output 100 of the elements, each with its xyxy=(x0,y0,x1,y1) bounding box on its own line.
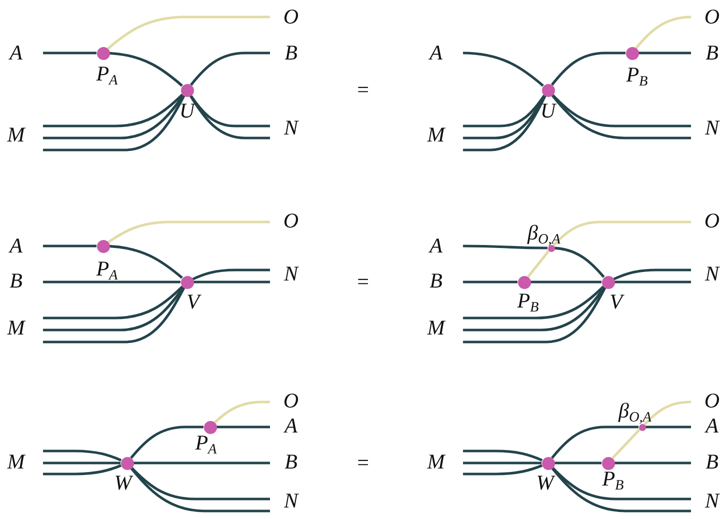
vertex-label: U xyxy=(540,97,556,124)
wire-label: O xyxy=(283,387,299,415)
wire xyxy=(463,95,546,140)
vertex-dot xyxy=(626,46,638,60)
wire xyxy=(189,94,270,140)
wire xyxy=(612,428,641,460)
vertex-dot xyxy=(542,84,554,96)
vertex-dot xyxy=(542,456,554,470)
wire xyxy=(463,286,604,320)
wire xyxy=(462,52,544,87)
wire xyxy=(463,244,548,250)
wire xyxy=(43,462,120,464)
wire xyxy=(43,287,186,344)
wire-label: O xyxy=(704,207,720,235)
vertex-dot xyxy=(96,240,110,252)
vertex-label: P$_{B}$ xyxy=(626,61,648,89)
wire xyxy=(463,287,606,344)
wire-label: N xyxy=(705,114,719,142)
wire xyxy=(614,462,691,464)
vertex-dot xyxy=(518,276,530,288)
vertex-dot xyxy=(638,424,646,430)
vertex-label: P$_{B}$ xyxy=(602,465,624,493)
vertex-dot xyxy=(96,46,110,60)
equals-sign: = xyxy=(357,449,369,476)
vertex-dot xyxy=(204,420,216,434)
vertex-label: U xyxy=(179,97,195,124)
wire xyxy=(551,94,691,140)
wire xyxy=(134,462,270,464)
vertex-label: W xyxy=(536,469,554,496)
wire xyxy=(109,52,183,87)
wire xyxy=(646,426,691,428)
wire-label: N xyxy=(705,487,719,515)
wire-label: A xyxy=(706,412,718,440)
wire xyxy=(130,426,204,459)
vertex-dot xyxy=(602,456,614,470)
wire-label: N xyxy=(284,114,298,142)
wire xyxy=(552,220,691,246)
wire-label: N xyxy=(284,487,298,515)
vertex-dot xyxy=(548,244,554,252)
wire-label: O xyxy=(283,3,299,31)
wire xyxy=(552,94,691,128)
wire xyxy=(463,464,542,476)
equals-sign: = xyxy=(357,76,369,104)
wire xyxy=(613,268,691,280)
wire-label: M xyxy=(7,121,25,149)
wire xyxy=(530,280,602,284)
wire-label: B xyxy=(284,448,298,476)
vertex-dot xyxy=(120,456,134,470)
wire-label: B xyxy=(430,267,442,295)
wire xyxy=(108,220,270,244)
wire xyxy=(644,400,692,426)
wire xyxy=(614,280,691,284)
wire-label: A xyxy=(10,232,22,260)
wire xyxy=(550,52,626,86)
wire-label: A xyxy=(430,39,442,67)
wire xyxy=(43,450,122,462)
wire xyxy=(463,450,543,462)
wire xyxy=(638,52,691,54)
wire-label: M xyxy=(7,448,25,476)
wire-label: N xyxy=(284,260,298,288)
wire xyxy=(43,244,96,248)
wire-label: O xyxy=(283,207,299,235)
wire xyxy=(463,286,606,332)
wire xyxy=(551,467,691,512)
wire-label: M xyxy=(427,448,445,476)
wire xyxy=(107,16,270,50)
wire-label: A xyxy=(284,412,298,440)
vertex-label: β$_{O,A}$ xyxy=(618,397,652,425)
wire-label: O xyxy=(704,387,720,415)
wire xyxy=(43,95,186,152)
vertex-dot xyxy=(180,84,194,96)
wire xyxy=(527,250,550,278)
vertex-dot xyxy=(602,276,614,288)
wire xyxy=(43,286,184,320)
wire xyxy=(190,94,270,128)
wire-label: B xyxy=(706,39,718,67)
wire-label: O xyxy=(704,3,720,31)
vertex-label: P$_{A}$ xyxy=(96,255,118,283)
wire xyxy=(43,52,96,54)
wire xyxy=(43,286,184,332)
vertex-label: P$_{A}$ xyxy=(96,60,118,88)
wire-label: A xyxy=(430,232,442,260)
wire xyxy=(130,466,270,500)
wire xyxy=(554,462,602,464)
wire xyxy=(43,464,122,476)
wire xyxy=(463,462,542,464)
wire xyxy=(463,95,546,152)
wire xyxy=(216,426,270,428)
equals-sign: = xyxy=(357,268,369,296)
wire xyxy=(43,94,184,140)
wire xyxy=(551,426,638,459)
wire-label: B xyxy=(284,39,298,67)
wire xyxy=(190,52,270,86)
wire-label: M xyxy=(427,314,445,342)
wire-label: A xyxy=(10,39,22,67)
vertex-label: V xyxy=(610,288,622,316)
wire-label: B xyxy=(10,267,22,295)
vertex-label: P$_{B}$ xyxy=(517,287,539,315)
wire xyxy=(192,268,270,280)
wire xyxy=(463,94,546,128)
